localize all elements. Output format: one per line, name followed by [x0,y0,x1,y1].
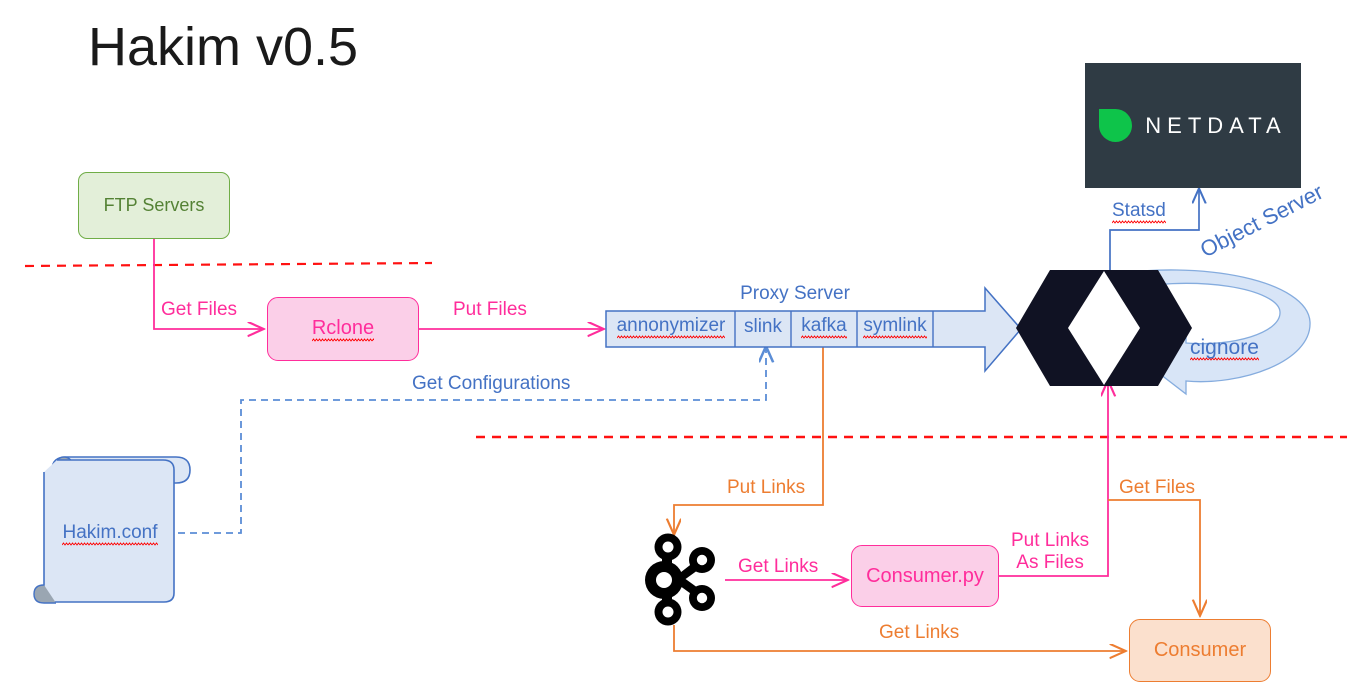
edge-conf-to-slink [178,348,766,534]
proxy-cell-kafka[interactable]: kafka [793,310,855,343]
rclone-label: Rclone [311,316,375,342]
node-consumer-py[interactable]: Consumer.py [851,545,999,607]
consumer-label: Consumer [1153,639,1247,661]
kafka-logo [645,533,715,626]
divider-line-top [24,261,433,268]
cignore-label-wrap: cignore [1190,336,1259,361]
edge-label-get-files-ftp: Get Files [161,299,238,320]
cignore-label: cignore [1190,336,1259,361]
edge-object-to-consumer [1108,499,1200,614]
edge-label-put-files: Put Files [453,299,527,320]
edge-label-get-links-bottom: Get Links [879,622,960,643]
proxy-cell-slink-label: slink [743,315,782,337]
proxy-cell-symlink[interactable]: symlink [859,310,931,343]
proxy-cell-annonymizer-label: annonymizer [616,314,726,339]
edge-kafka-to-kafkalogo [674,344,824,533]
page-title: Hakim v0.5 [88,17,359,77]
proxy-cell-slink[interactable]: slink [737,310,789,343]
edge-label-put-links: Put Links [727,477,806,498]
edge-label-put-links-as-files: Put Links As Files [1011,530,1090,573]
ftp-servers-label: FTP Servers [103,195,205,215]
node-rclone[interactable]: Rclone [267,297,419,361]
minio-logo [1016,270,1192,386]
proxy-server-title: Proxy Server [740,283,850,304]
node-netdata[interactable]: NETDATA [1085,63,1301,188]
edge-kafkalogo-to-consumer [673,625,1124,651]
node-ftp-servers[interactable]: FTP Servers [78,172,230,239]
edge-label-get-links-kafka: Get Links [738,556,819,577]
edge-label-get-configurations: Get Configurations [412,373,571,394]
edge-label-statsd: Statsd [1112,200,1166,224]
consumer-py-label: Consumer.py [866,564,984,587]
edge-consumerpy-to-minio [999,382,1108,577]
hakim-conf-label: Hakim.conf [62,522,158,546]
proxy-cell-symlink-label: symlink [863,314,927,339]
netdata-leaf-icon [1099,109,1133,142]
node-consumer[interactable]: Consumer [1129,619,1271,682]
proxy-cell-annonymizer[interactable]: annonymizer [610,310,732,343]
hakim-conf-label-wrap: Hakim.conf [55,520,165,548]
proxy-cell-kafka-label: kafka [801,314,847,339]
edge-label-get-files-object: Get Files [1119,477,1196,498]
netdata-wordmark: NETDATA [1145,112,1287,138]
edge-ftp-to-rclone [153,239,262,329]
